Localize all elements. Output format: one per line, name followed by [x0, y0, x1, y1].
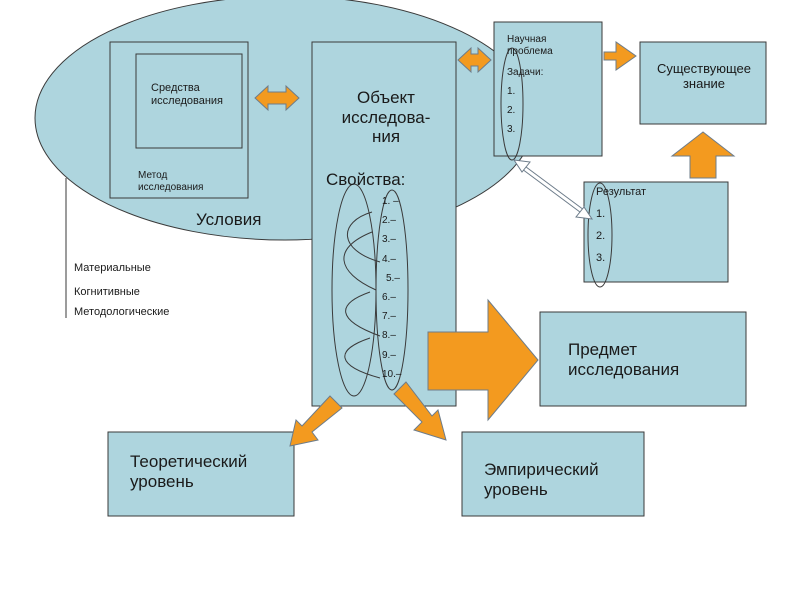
result-box [583, 181, 729, 283]
result-item: 3. [596, 252, 606, 264]
property-item: 2.– [382, 215, 396, 227]
result-item: 1. [596, 208, 606, 220]
properties-label: Свойства: [326, 170, 406, 189]
task-item: 2. [507, 105, 516, 116]
theoretical-level-label: Теоретический уровень [130, 452, 248, 491]
object-title: Объект исследова- ния [341, 88, 431, 147]
problem-result-arrowhead-bottom [575, 206, 594, 220]
property-item: 3.– [382, 234, 396, 246]
properties-list: 1. – 2.– 3.– 4.– 5.– 6.– 7.– 8.– 9.– 10.… [382, 192, 401, 384]
subject-box [539, 311, 747, 407]
result-knowledge-up-arrow [670, 131, 736, 179]
property-item: 8.– [382, 330, 396, 342]
existing-knowledge-label: Существующее знание [656, 61, 751, 91]
property-item: 5.– [386, 272, 400, 284]
property-item: 10.– [382, 368, 402, 380]
result-title: Результат [596, 186, 647, 198]
condition-cognitive: Когнитивные [74, 286, 140, 298]
tasks-oval [500, 47, 524, 161]
task-item: 1. [507, 86, 516, 97]
object-empirical-arrow [393, 381, 447, 441]
property-item: 7.– [382, 311, 396, 323]
task-item: 3. [507, 124, 516, 135]
property-item: 1. – [382, 196, 399, 207]
empirical-level-box [461, 431, 645, 517]
problem-result-arrowhead-top [512, 159, 531, 173]
property-item: 4.– [382, 253, 396, 265]
object-subject-big-arrow [427, 298, 539, 422]
research-method-label: Метод исследования [138, 170, 204, 193]
object-problem-double-arrow [457, 46, 492, 74]
theoretical-level-box [107, 431, 295, 517]
condition-material: Материальные [74, 262, 151, 274]
problem-box [493, 21, 603, 157]
problem-knowledge-arrow [603, 41, 637, 71]
research-tools-box [135, 53, 243, 149]
tasks-label: Задачи: [507, 67, 544, 78]
research-tools-label: Средства исследования [151, 82, 223, 107]
result-items-oval [587, 182, 613, 288]
conditions-label: Условия [196, 210, 262, 229]
problem-title: Научная проблема [507, 34, 553, 57]
relation-curves [343, 211, 381, 379]
subject-label: Предмет исследования [568, 340, 680, 379]
property-item: 9.– [382, 349, 396, 361]
object-theoretical-arrow [289, 395, 343, 447]
existing-knowledge-box [639, 41, 767, 125]
result-item: 2. [596, 230, 606, 242]
condition-methodological: Методологические [74, 306, 170, 318]
tools-object-double-arrow [254, 84, 300, 112]
property-item: 6.– [382, 291, 396, 303]
empirical-level-label: Эмпирический уровень [484, 460, 599, 499]
